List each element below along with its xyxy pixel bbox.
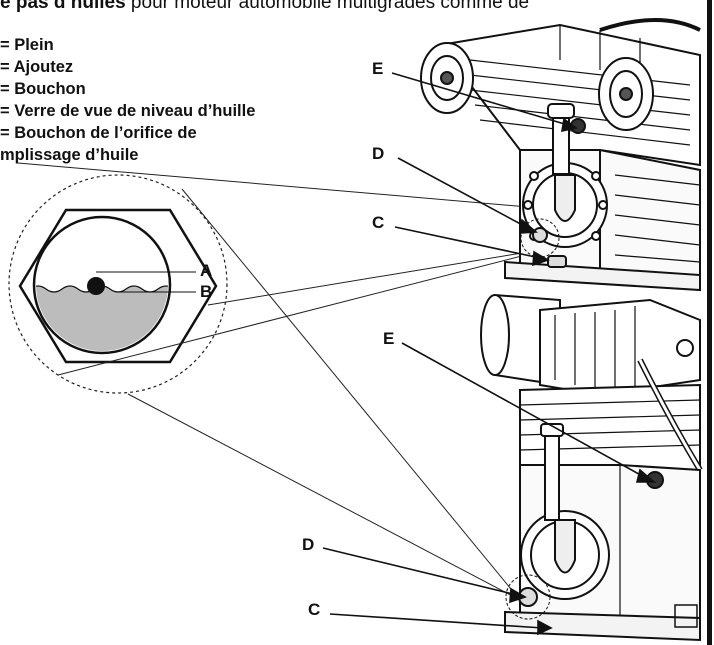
callout-c-top: C [372, 213, 385, 232]
callout-c-bottom: C [308, 600, 321, 619]
callout-e-top: E [372, 59, 384, 78]
legend-list: = Plein = Ajoutez = Bouchon = Verre de v… [0, 34, 255, 166]
caption-bold: e pas d’huiles [0, 0, 126, 13]
callout-e-bottom: E [383, 329, 395, 348]
callout-a-inset: A [200, 261, 213, 280]
legend-item-plug: = Bouchon [0, 80, 86, 98]
page-edge-rule [707, 0, 712, 645]
inset-leader-lines [17, 162, 546, 601]
legend-item-add: = Ajoutez [0, 58, 74, 76]
top-compressor [420, 18, 701, 292]
legend-item-full: = Plein [0, 36, 54, 54]
legend-item-fill-cap-cont: mplissage d’huile [0, 146, 139, 164]
legend-item-sight-glass: = Verre de vue de niveau d’huille [0, 102, 256, 120]
sight-glass-inset [8, 174, 228, 394]
bottom-compressor [480, 293, 703, 642]
caption-text: e pas d’huiles pour moteur automobile mu… [0, 0, 700, 22]
callout-arrows [322, 72, 657, 636]
legend-item-fill-cap: = Bouchon de l’orifice de [0, 124, 197, 142]
callout-d-bottom: D [302, 535, 315, 554]
callout-d-top: D [372, 144, 385, 163]
callout-b-inset: B [200, 282, 213, 301]
caption-rest: pour moteur automobile multigrades comme… [125, 0, 530, 13]
